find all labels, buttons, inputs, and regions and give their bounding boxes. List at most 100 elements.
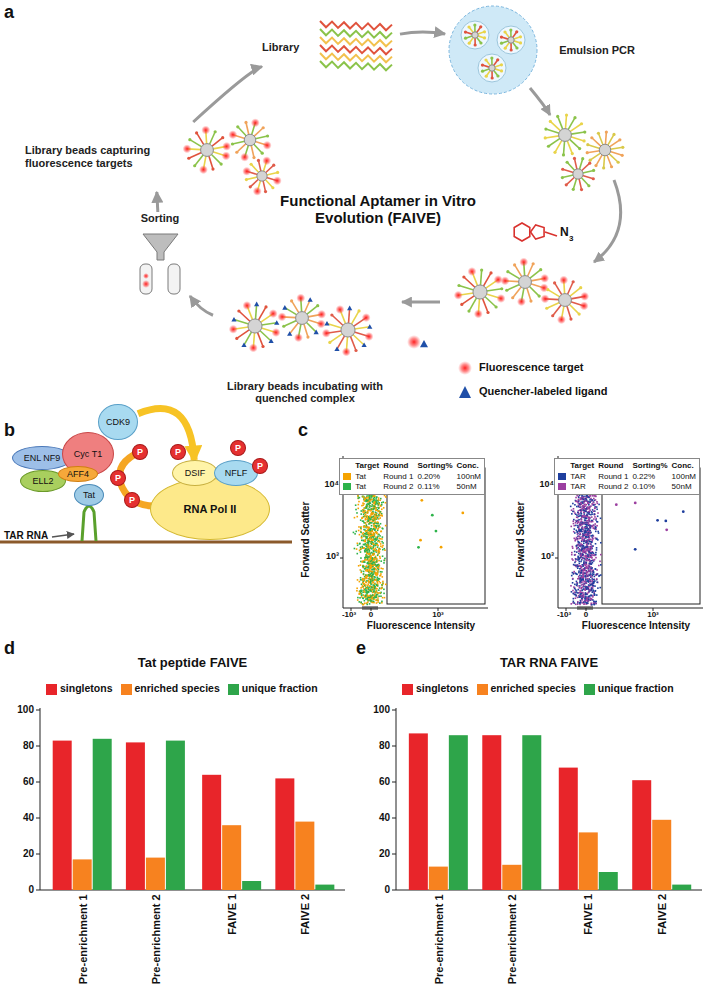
event-dot (367, 520, 369, 522)
event-dot (578, 512, 580, 514)
fluorescent-target (263, 141, 272, 150)
event-dot (588, 596, 590, 598)
event-dot (369, 564, 371, 566)
strand-end (510, 48, 513, 51)
event-dot (593, 501, 595, 503)
event-dot (377, 597, 379, 599)
strand-end (556, 115, 559, 118)
event-dot (380, 588, 382, 590)
event-dot (579, 578, 581, 580)
event-dot (360, 577, 362, 579)
aptamer-strand (574, 158, 576, 169)
event-dot (371, 586, 373, 588)
event-dot (374, 499, 376, 501)
event-dot (577, 603, 579, 605)
aptamer-strand (212, 138, 223, 147)
event-dot (370, 564, 372, 566)
event-dot (376, 544, 378, 546)
aptamer-strand (327, 323, 342, 328)
event-dot (583, 594, 585, 596)
aptamer-strand (239, 311, 250, 321)
library-bead (599, 144, 611, 156)
strand-end (220, 163, 223, 166)
event-dot (372, 581, 374, 583)
event-dot (371, 598, 373, 600)
event-dot (373, 525, 375, 527)
event-dot (592, 504, 594, 506)
event-dot (364, 507, 366, 509)
aptamer-strand (570, 124, 582, 132)
library-bead (244, 134, 256, 146)
event-dot (580, 504, 582, 506)
event-dot (374, 586, 376, 588)
strand-end (587, 184, 590, 187)
event-dot (366, 569, 368, 571)
event-dot (367, 570, 369, 572)
library-bead (573, 169, 583, 179)
event-dot (364, 600, 366, 602)
event-dot (373, 595, 375, 597)
event-dot (367, 527, 369, 529)
event-dot (372, 513, 374, 515)
event-dot (357, 599, 359, 601)
event-dot (375, 507, 377, 509)
event-dot (373, 535, 375, 537)
strand-end (503, 30, 506, 33)
event-dot (363, 520, 365, 522)
fluorescent-target (517, 297, 526, 306)
event-dot (585, 550, 587, 552)
event-dot (375, 539, 377, 541)
event-dot (366, 580, 368, 582)
event-dot (366, 591, 368, 593)
event-dot (376, 588, 378, 590)
event-dot (365, 541, 367, 543)
strand-end (580, 122, 583, 125)
aptamer-strand (569, 304, 579, 314)
sorted-event (420, 499, 423, 502)
event-dot (378, 540, 380, 542)
event-dot (571, 513, 573, 515)
event-dot (369, 531, 371, 533)
event-dot (576, 551, 578, 553)
event-dot (362, 509, 364, 511)
quencher-ligand (347, 305, 352, 310)
event-dot (381, 504, 383, 506)
event-dot (593, 604, 595, 606)
event-dot (595, 590, 597, 592)
event-dot (581, 544, 583, 546)
aptamer-strand (469, 298, 477, 311)
library-strand (320, 61, 392, 70)
event-dot (370, 508, 372, 510)
event-dot (368, 520, 370, 522)
strand-end (460, 303, 463, 306)
event-dot (368, 527, 370, 529)
event-dot (377, 525, 379, 527)
event-dot (359, 593, 361, 595)
aptamer-strand (590, 153, 600, 160)
event-dot (378, 592, 380, 594)
library-bead (296, 312, 309, 325)
event-dot (371, 572, 373, 574)
event-dot (371, 579, 373, 581)
event-dot (594, 576, 596, 578)
strand-end (553, 151, 556, 154)
aptamer-strand (251, 164, 259, 172)
event-dot (360, 572, 362, 574)
event-dot (375, 517, 377, 519)
event-dot (374, 519, 376, 521)
event-dot (360, 527, 362, 529)
event-dot (375, 564, 377, 566)
event-dot (366, 506, 368, 508)
quencher-ligand (420, 340, 428, 347)
event-dot (356, 553, 358, 555)
event-dot (364, 585, 366, 587)
event-dot (578, 499, 580, 501)
event-dot (361, 594, 363, 596)
event-dot (377, 546, 379, 548)
event-dot (376, 497, 378, 499)
event-dot (369, 560, 371, 562)
event-dot (379, 578, 381, 580)
event-dot (367, 540, 369, 542)
event-dot (590, 604, 592, 606)
event-dot (356, 590, 358, 592)
